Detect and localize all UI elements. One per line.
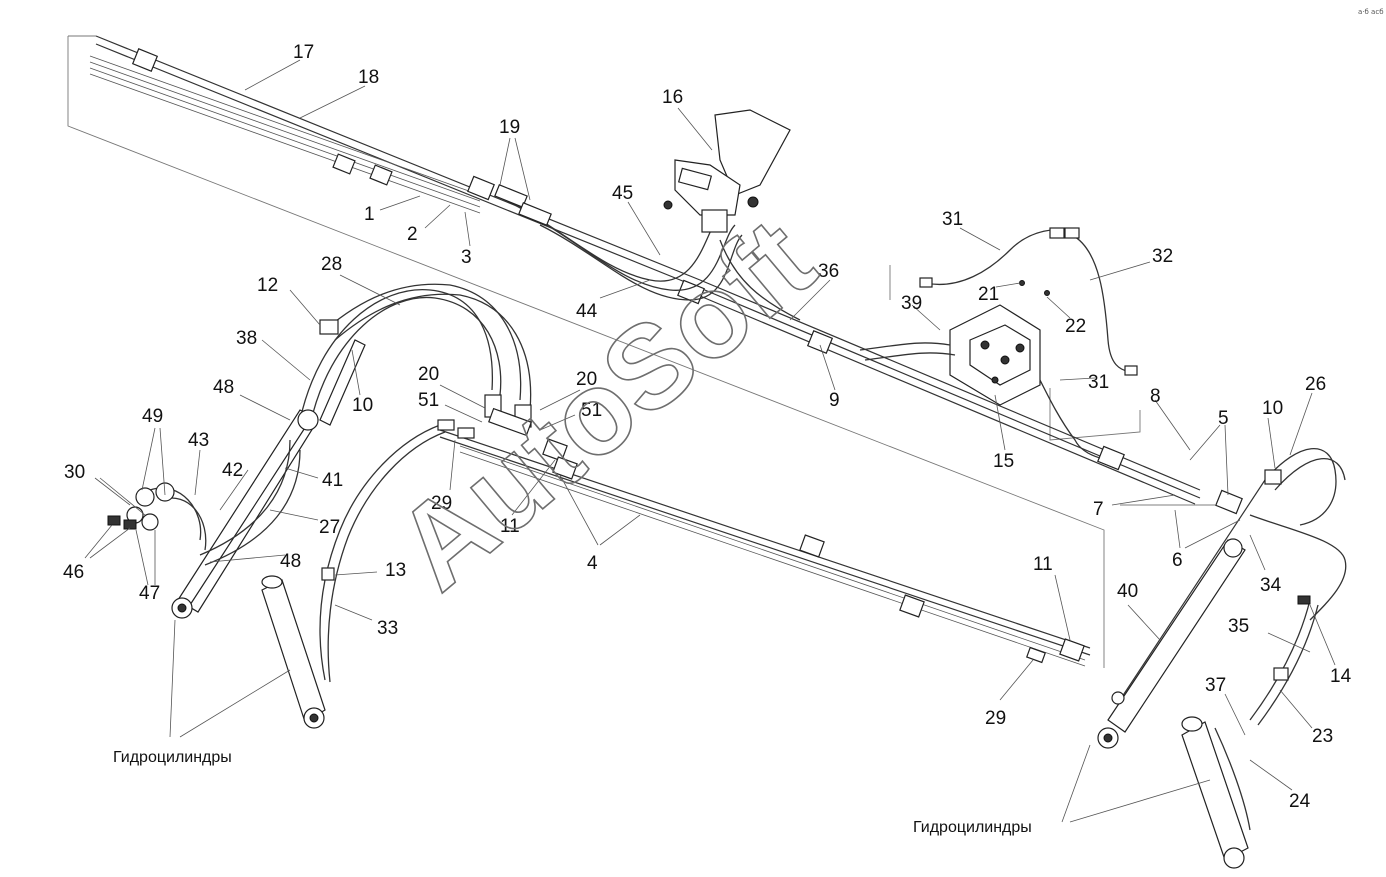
label-33: 33 bbox=[377, 618, 398, 639]
assembly-frame bbox=[67, 35, 1141, 668]
caption-hydraulic-cylinders-left: Гидроцилиндры bbox=[113, 749, 232, 766]
part-labels: 17 18 1 2 3 19 16 45 44 36 31 32 21 22 3… bbox=[63, 42, 1352, 836]
label-2: 2 bbox=[407, 224, 418, 245]
label-26: 26 bbox=[1305, 374, 1326, 395]
hose-33 bbox=[319, 419, 475, 683]
leader-lines bbox=[84, 59, 1336, 823]
label-13: 13 bbox=[385, 560, 406, 581]
hoses-31-32 bbox=[919, 227, 1138, 459]
label-31-bottom: 31 bbox=[1088, 372, 1109, 393]
label-45: 45 bbox=[612, 183, 633, 204]
corner-mark: а·б асб bbox=[1358, 8, 1384, 16]
label-49: 49 bbox=[142, 406, 163, 427]
label-40: 40 bbox=[1117, 581, 1138, 602]
label-47: 47 bbox=[139, 583, 160, 604]
arched-hoses-28 bbox=[299, 283, 532, 437]
label-20-left: 20 bbox=[418, 364, 439, 385]
valve-hoses bbox=[494, 184, 801, 321]
label-10-left: 10 bbox=[352, 395, 373, 416]
label-21: 21 bbox=[978, 284, 999, 305]
label-16: 16 bbox=[662, 87, 683, 108]
label-11-right: 11 bbox=[1033, 554, 1053, 575]
label-7: 7 bbox=[1093, 499, 1104, 520]
label-27: 27 bbox=[319, 517, 340, 538]
label-41: 41 bbox=[322, 470, 343, 491]
label-37: 37 bbox=[1205, 675, 1226, 696]
label-19: 19 bbox=[499, 117, 520, 138]
upper-clamps bbox=[131, 48, 1243, 515]
label-1: 1 bbox=[364, 204, 375, 225]
label-46: 46 bbox=[63, 562, 84, 583]
distributor-15 bbox=[859, 304, 1041, 406]
label-24: 24 bbox=[1289, 791, 1311, 812]
label-23: 23 bbox=[1312, 726, 1333, 747]
label-34: 34 bbox=[1260, 575, 1282, 596]
right-cylinder-40 bbox=[1097, 479, 1266, 749]
label-29-left: 29 bbox=[431, 493, 452, 514]
label-43: 43 bbox=[188, 430, 209, 451]
label-18: 18 bbox=[358, 67, 379, 88]
label-9: 9 bbox=[829, 390, 840, 411]
label-30: 30 bbox=[64, 462, 85, 483]
right-cylinder-lower bbox=[1181, 716, 1251, 869]
label-20-right: 20 bbox=[576, 369, 597, 390]
label-29-right: 29 bbox=[985, 708, 1006, 729]
label-39: 39 bbox=[901, 293, 922, 314]
label-32: 32 bbox=[1152, 246, 1173, 267]
label-48-top: 48 bbox=[213, 377, 234, 398]
label-14: 14 bbox=[1330, 666, 1352, 687]
left-cylinder-lower bbox=[261, 575, 326, 729]
label-48-bottom: 48 bbox=[280, 551, 301, 572]
label-36: 36 bbox=[818, 261, 839, 282]
label-12: 12 bbox=[257, 275, 278, 296]
label-35: 35 bbox=[1228, 616, 1249, 637]
label-38: 38 bbox=[236, 328, 257, 349]
label-3: 3 bbox=[461, 247, 472, 268]
left-fittings bbox=[107, 482, 207, 551]
control-valve-16 bbox=[663, 109, 791, 233]
caption-hydraulic-cylinders-right: Гидроцилиндры bbox=[913, 819, 1032, 836]
right-hoses bbox=[1249, 447, 1347, 726]
label-6: 6 bbox=[1172, 550, 1183, 571]
label-31-top: 31 bbox=[942, 209, 963, 230]
label-51-left: 51 bbox=[418, 390, 439, 411]
label-4: 4 bbox=[587, 553, 598, 574]
label-8: 8 bbox=[1150, 386, 1161, 407]
label-10-right: 10 bbox=[1262, 398, 1283, 419]
label-28: 28 bbox=[321, 254, 342, 275]
label-5: 5 bbox=[1218, 408, 1229, 429]
label-22: 22 bbox=[1065, 316, 1086, 337]
lower-pipe-bundle bbox=[439, 429, 1091, 667]
label-51-right: 51 bbox=[581, 400, 602, 421]
label-17: 17 bbox=[293, 42, 314, 63]
label-11-left: 11 bbox=[500, 516, 520, 537]
label-42: 42 bbox=[222, 460, 243, 481]
label-15: 15 bbox=[993, 451, 1014, 472]
label-44: 44 bbox=[576, 301, 598, 322]
